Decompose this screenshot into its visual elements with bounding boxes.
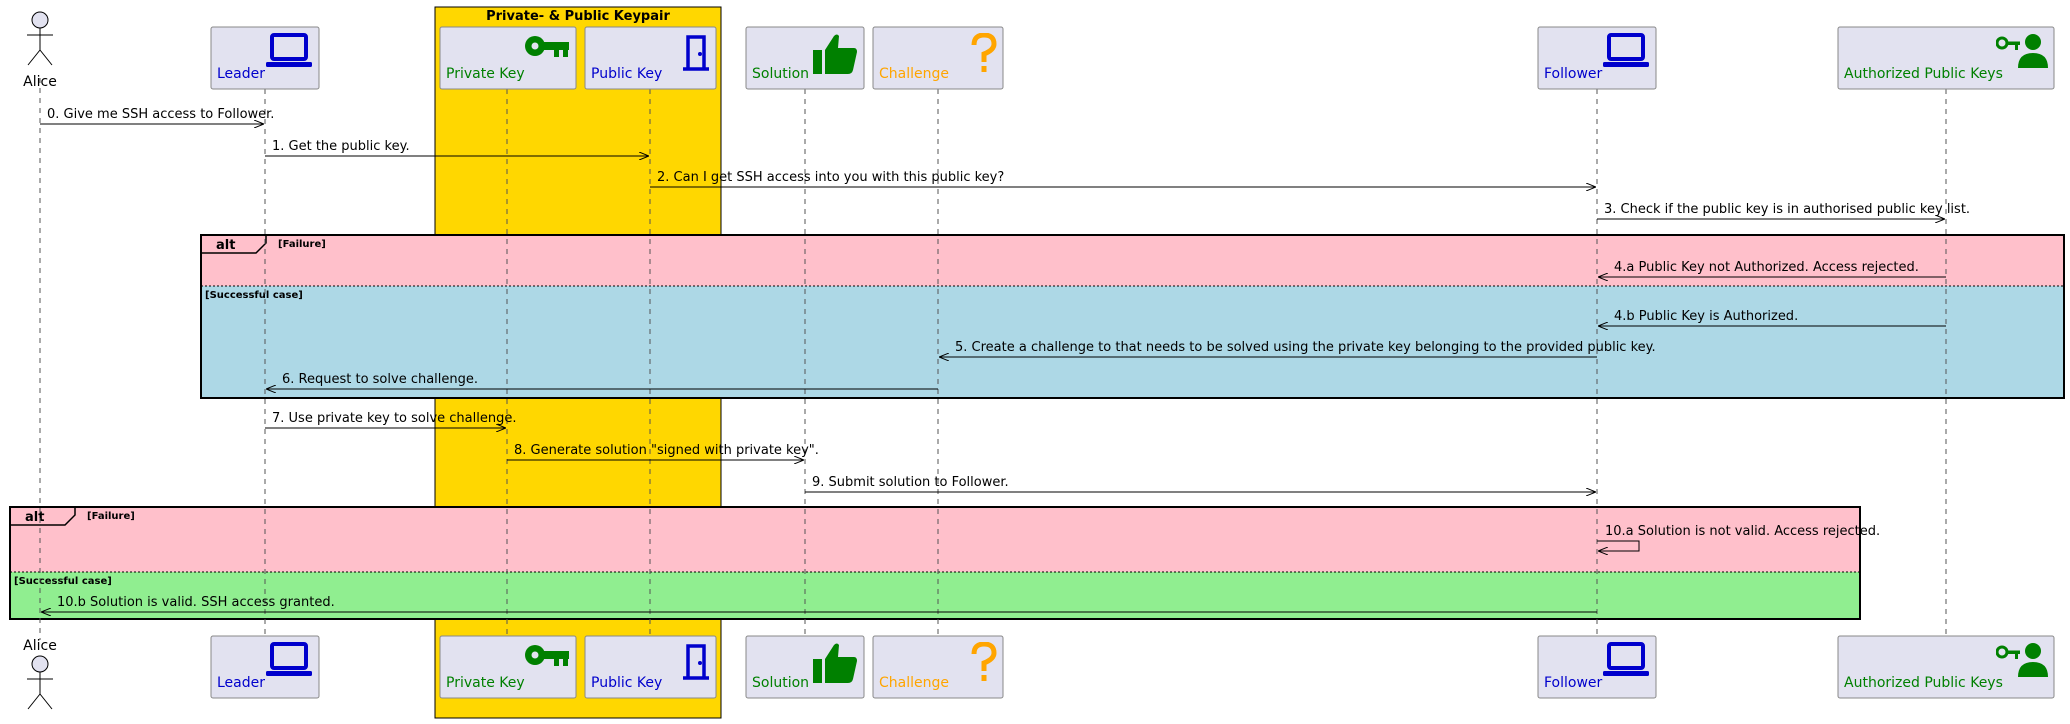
participant-box [1537,635,1657,699]
participant-box [584,26,717,90]
participant-privkey: Private Key [439,635,577,699]
participant-leader: Leader [210,635,320,699]
message-label: 1. Get the public key. [272,139,410,154]
participant-box [584,635,717,699]
participant-authkeys: Authorized Public Keys [1837,635,2055,699]
alt-success-region [201,286,2064,398]
message-9: 8. Generate solution "signed with privat… [507,443,819,460]
message-label: 5. Create a challenge to that needs to b… [955,340,1656,355]
participant-box [1537,26,1657,90]
message-label: 4.a Public Key not Authorized. Access re… [1614,260,1919,275]
participant-box [1837,26,2055,90]
alt-guard-failure: [Failure] [278,239,326,250]
participant-solution: Solution [745,26,865,90]
participant-alice: Alice [23,11,57,90]
message-label: 6. Request to solve challenge. [282,372,478,387]
alt-failure-region [10,507,1860,572]
message-label: 10.b Solution is valid. SSH access grant… [57,595,335,610]
message-7: 6. Request to solve challenge. [266,372,938,389]
participant-box [210,26,320,90]
participant-box [1837,635,2055,699]
participant-authkeys: Authorized Public Keys [1837,26,2055,90]
message-5: 4.b Public Key is Authorized. [1598,309,1946,326]
alt-frame [200,234,2065,399]
participant-label: Follower [1544,675,1603,691]
participant-box [872,26,1004,90]
alt-keyword: alt [25,510,44,525]
actor-icon [27,11,53,66]
participant-label: Leader [217,675,265,691]
message-12: 10.b Solution is valid. SSH access grant… [41,595,1597,612]
message-8: 7. Use private key to solve challenge. [265,411,516,428]
message-4: 4.a Public Key not Authorized. Access re… [1598,260,1946,277]
message-6: 5. Create a challenge to that needs to b… [939,340,1656,357]
message-label: 4.b Public Key is Authorized. [1614,309,1798,324]
message-1: 1. Get the public key. [265,139,649,156]
participant-label: Challenge [879,675,949,691]
alt-guard-failure: [Failure] [87,511,135,522]
message-10: 9. Submit solution to Follower. [805,475,1596,492]
message-label: 0. Give me SSH access to Follower. [47,107,274,122]
participant-label: Public Key [591,675,662,691]
message-label: 2. Can I get SSH access into you with th… [657,170,1004,185]
participant-label: Alice [23,74,57,90]
message-2: 2. Can I get SSH access into you with th… [650,170,1596,187]
keypair-group-title: Private- & Public Keypair [486,9,670,24]
message-3: 3. Check if the public key is in authori… [1597,202,1970,219]
message-label: 10.a Solution is not valid. Access rejec… [1605,524,1880,539]
participant-box [872,635,1004,699]
message-label: 9. Submit solution to Follower. [812,475,1009,490]
alt-tab [10,507,76,526]
message-11: 10.a Solution is not valid. Access rejec… [1597,524,1880,551]
actor-icon [27,655,53,710]
participant-solution: Solution [745,635,865,699]
alt-guard-success: [Successful case] [14,576,112,587]
message-label: 8. Generate solution "signed with privat… [514,443,819,458]
participant-label: Challenge [879,66,949,82]
alt-keyword: alt [216,238,235,253]
participant-privkey: Private Key [439,26,577,90]
participant-challenge: Challenge [872,26,1004,90]
alt-guard-success: [Successful case] [205,290,303,301]
participant-follower: Follower [1537,635,1657,699]
participant-pubkey: Public Key [584,635,717,699]
alt-frame [9,506,1861,620]
participant-label: Leader [217,66,265,82]
participant-label: Alice [23,638,57,654]
alt-tab [201,235,267,254]
participant-label: Private Key [446,675,525,691]
message-label: 3. Check if the public key is in authori… [1604,202,1970,217]
participant-leader: Leader [210,26,320,90]
message-0: 0. Give me SSH access to Follower. [40,107,274,124]
participant-follower: Follower [1537,26,1657,90]
participant-challenge: Challenge [872,635,1004,699]
participant-label: Authorized Public Keys [1844,66,2003,82]
participant-label: Private Key [446,66,525,82]
participant-label: Public Key [591,66,662,82]
participant-alice: Alice [23,638,57,710]
alt-success-region [10,572,1860,619]
participant-label: Solution [752,675,809,691]
message-arrow [1597,540,1640,551]
participant-label: Authorized Public Keys [1844,675,2003,691]
participant-label: Solution [752,66,809,82]
participant-box [210,635,320,699]
message-label: 7. Use private key to solve challenge. [272,411,516,426]
participant-label: Follower [1544,66,1603,82]
participant-pubkey: Public Key [584,26,717,90]
